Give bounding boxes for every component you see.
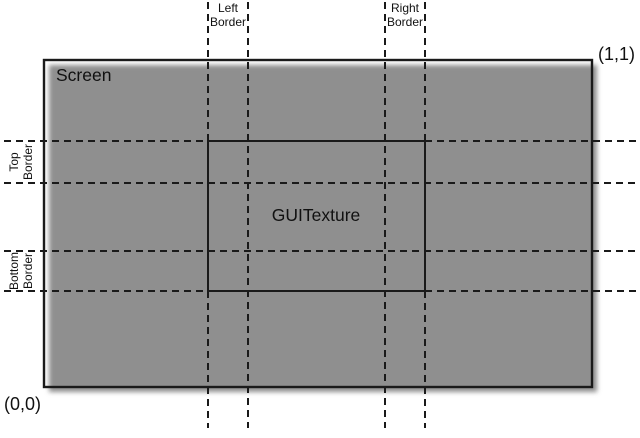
bottom-border-label-line1: Bottom — [7, 252, 21, 290]
bottom-border-label-line2: Border — [21, 253, 35, 289]
right-border-label-line2: Border — [387, 15, 423, 29]
top-border-label-line2: Border — [21, 144, 35, 180]
bottom-border-label: Bottom Border — [7, 252, 35, 290]
top-border-label: Top Border — [7, 144, 35, 180]
dashed-guides — [4, 2, 636, 428]
right-border-label: Right Border — [387, 1, 423, 29]
top-border-label-line1: Top — [7, 152, 21, 172]
screen-rect — [42, 58, 594, 389]
left-border-label-line1: Left — [218, 1, 239, 15]
screen-label: Screen — [56, 65, 111, 85]
left-border-label: Left Border — [210, 1, 246, 29]
screen-shadow — [49, 65, 597, 392]
left-border-label-line2: Border — [210, 15, 246, 29]
coord-bottom-left: (0,0) — [4, 394, 41, 414]
guitexture-label: GUITexture — [272, 205, 361, 225]
guitexture-rect — [207, 140, 426, 292]
right-border-label-line1: Right — [391, 1, 420, 15]
coord-top-right: (1,1) — [598, 44, 635, 64]
